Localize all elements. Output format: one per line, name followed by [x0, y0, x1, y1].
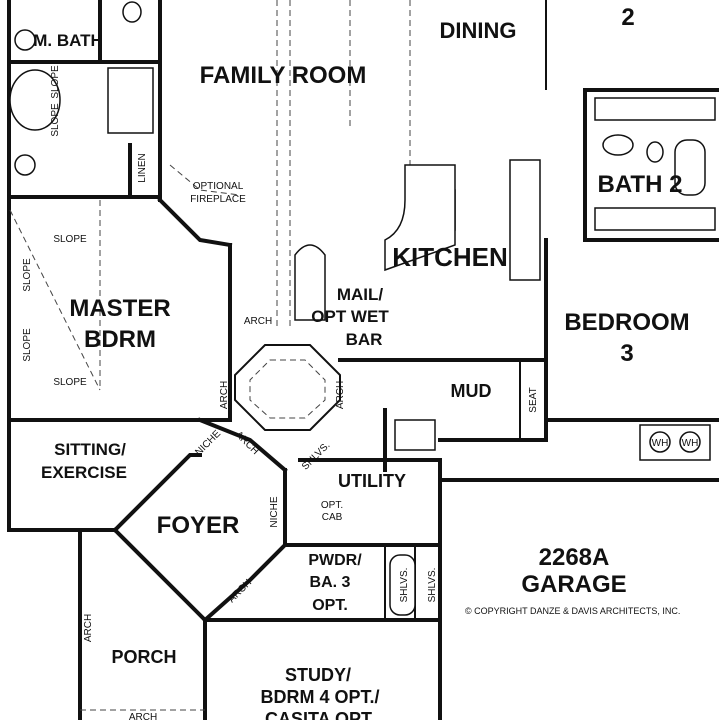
room-label-mail-2: OPT WET	[311, 307, 389, 326]
copyright-text: © COPYRIGHT DANZE & DAVIS ARCHITECTS, IN…	[465, 606, 680, 616]
room-label-bath-2: BATH 2	[598, 171, 683, 198]
room-label-bedroom-3-2: 3	[620, 340, 633, 367]
room-label-utility: UTILITY	[338, 471, 406, 491]
wall-foyer-lower-left	[112, 527, 208, 623]
master-sink-fixture	[14, 29, 36, 51]
seat-label: SEAT	[528, 387, 539, 412]
gallery-ceiling	[249, 359, 326, 419]
room-labels: M. BATH FAMILY ROOM DINING 2 BATH 2 KITC…	[33, 4, 689, 720]
room-label-bedroom-2: 2	[621, 4, 634, 31]
arch-label-5: ARCH	[226, 577, 254, 605]
slope-label-2: SLOPE	[53, 377, 87, 388]
wh-label-2: WH	[682, 438, 699, 449]
opt-label: OPT.	[321, 500, 343, 511]
room-label-pwdr-2: BA. 3	[310, 574, 351, 591]
linen-label: LINEN	[137, 153, 148, 182]
room-label-master-1: MASTER	[69, 295, 170, 322]
fireplace-label-1: OPTIONAL	[193, 181, 244, 192]
room-label-study-2: BDRM 4 OPT./	[260, 687, 379, 707]
slope-label-5: SLOPE	[50, 65, 61, 99]
slope-label-4: SLOPE	[22, 328, 33, 362]
room-label-mail-1: MAIL/	[337, 285, 384, 304]
shlvs-label: SHLVS.	[300, 440, 332, 472]
bath2-sink-fixture	[602, 134, 634, 156]
room-label-bedroom-3-1: BEDROOM	[564, 309, 689, 336]
bath2-toilet-fixture	[646, 141, 664, 163]
pwdr-tub-fixture	[389, 554, 416, 616]
room-label-kitchen: KITCHEN	[392, 242, 508, 272]
room-label-study-3: CASITA OPT.	[265, 709, 375, 720]
arch-label: ARCH	[244, 316, 272, 327]
room-label-garage-2: GARAGE	[521, 571, 626, 598]
tub-fixture	[9, 69, 61, 131]
niche-label: NICHE	[193, 428, 223, 458]
arch-label-7: ARCH	[129, 712, 157, 720]
room-label-sitting-2: EXERCISE	[41, 463, 127, 482]
room-label-family-room: FAMILY ROOM	[200, 62, 367, 89]
arch-label-6: ARCH	[83, 614, 94, 642]
slope-label: SLOPE	[53, 234, 87, 245]
room-label-m-bath: M. BATH	[33, 31, 103, 50]
fixtures	[9, 1, 716, 616]
master-ceiling-line-2	[9, 209, 101, 391]
bath2-closet-shelves-2	[594, 207, 716, 231]
water-heater-fixture-2	[679, 431, 701, 453]
wall-foyer-upper-left	[112, 453, 202, 533]
room-label-porch: PORCH	[111, 647, 176, 667]
slope-label-6: SLOPE	[50, 103, 61, 137]
wall-foyer-lower-right	[202, 542, 288, 623]
wet-bar-fixture	[294, 244, 326, 321]
shlvs-label-3: SHLVS.	[427, 568, 438, 603]
room-label-sitting-1: SITTING/	[54, 440, 126, 459]
room-label-garage-1: 2268A	[539, 544, 610, 571]
wh-label: WH	[652, 438, 669, 449]
utility-closet-fixture	[394, 419, 436, 451]
fireplace-outline	[169, 164, 241, 196]
walls	[7, 0, 719, 720]
room-label-master-2: BDRM	[84, 326, 156, 353]
slope-label-3: SLOPE	[22, 258, 33, 292]
room-label-pwdr-1: PWDR/	[308, 552, 362, 569]
gallery-octagon	[234, 344, 341, 431]
toilet-fixture	[122, 1, 142, 23]
shlvs-label-2: SHLVS.	[399, 568, 410, 603]
cab-label: CAB	[322, 512, 343, 523]
room-label-study-1: STUDY/	[285, 665, 351, 685]
bath2-tub-fixture	[674, 139, 706, 196]
room-label-dining: DINING	[440, 18, 517, 43]
wall-fireplace-angle	[157, 197, 233, 248]
room-label-pwdr-3: OPT.	[312, 597, 348, 614]
water-heater-fixture	[649, 431, 671, 453]
kitchen-island-fixture	[384, 164, 456, 272]
room-label-mail-3: BAR	[346, 330, 383, 349]
room-label-mud: MUD	[451, 381, 492, 401]
arch-label-2: ARCH	[219, 381, 230, 409]
kitchen-counter-fixture	[509, 159, 541, 281]
wall-foyer-upper-right	[197, 417, 288, 473]
arch-label-3: ARCH	[335, 381, 346, 409]
bath2-closet-shelves	[594, 97, 716, 121]
fireplace-label-2: FIREPLACE	[190, 194, 246, 205]
room-label-foyer: FOYER	[157, 512, 240, 539]
master-sink-fixture-2	[14, 154, 36, 176]
niche-label-2: NICHE	[269, 496, 280, 527]
shower-fixture	[107, 67, 154, 134]
